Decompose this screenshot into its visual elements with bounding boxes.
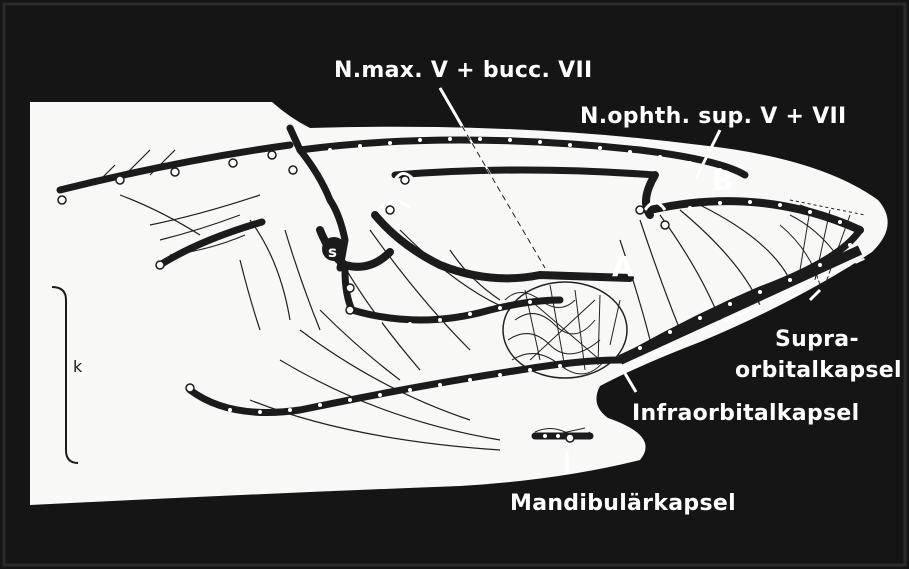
label-mandibular: Mandibulärkapsel bbox=[510, 491, 736, 516]
label-n-max: N.max. V + bucc. VII bbox=[334, 58, 592, 83]
label-k: k bbox=[73, 357, 83, 376]
label-infraorbital: Infraorbitalkapsel bbox=[632, 401, 859, 426]
label-s: s bbox=[328, 243, 337, 261]
label-supra-line1: Supra- bbox=[775, 327, 859, 352]
label-a: A bbox=[612, 250, 634, 283]
label-b: B bbox=[712, 164, 734, 197]
label-supra-line2: orbitalkapsel bbox=[735, 358, 902, 383]
label-n-ophth: N.ophth. sup. V + VII bbox=[580, 104, 847, 129]
